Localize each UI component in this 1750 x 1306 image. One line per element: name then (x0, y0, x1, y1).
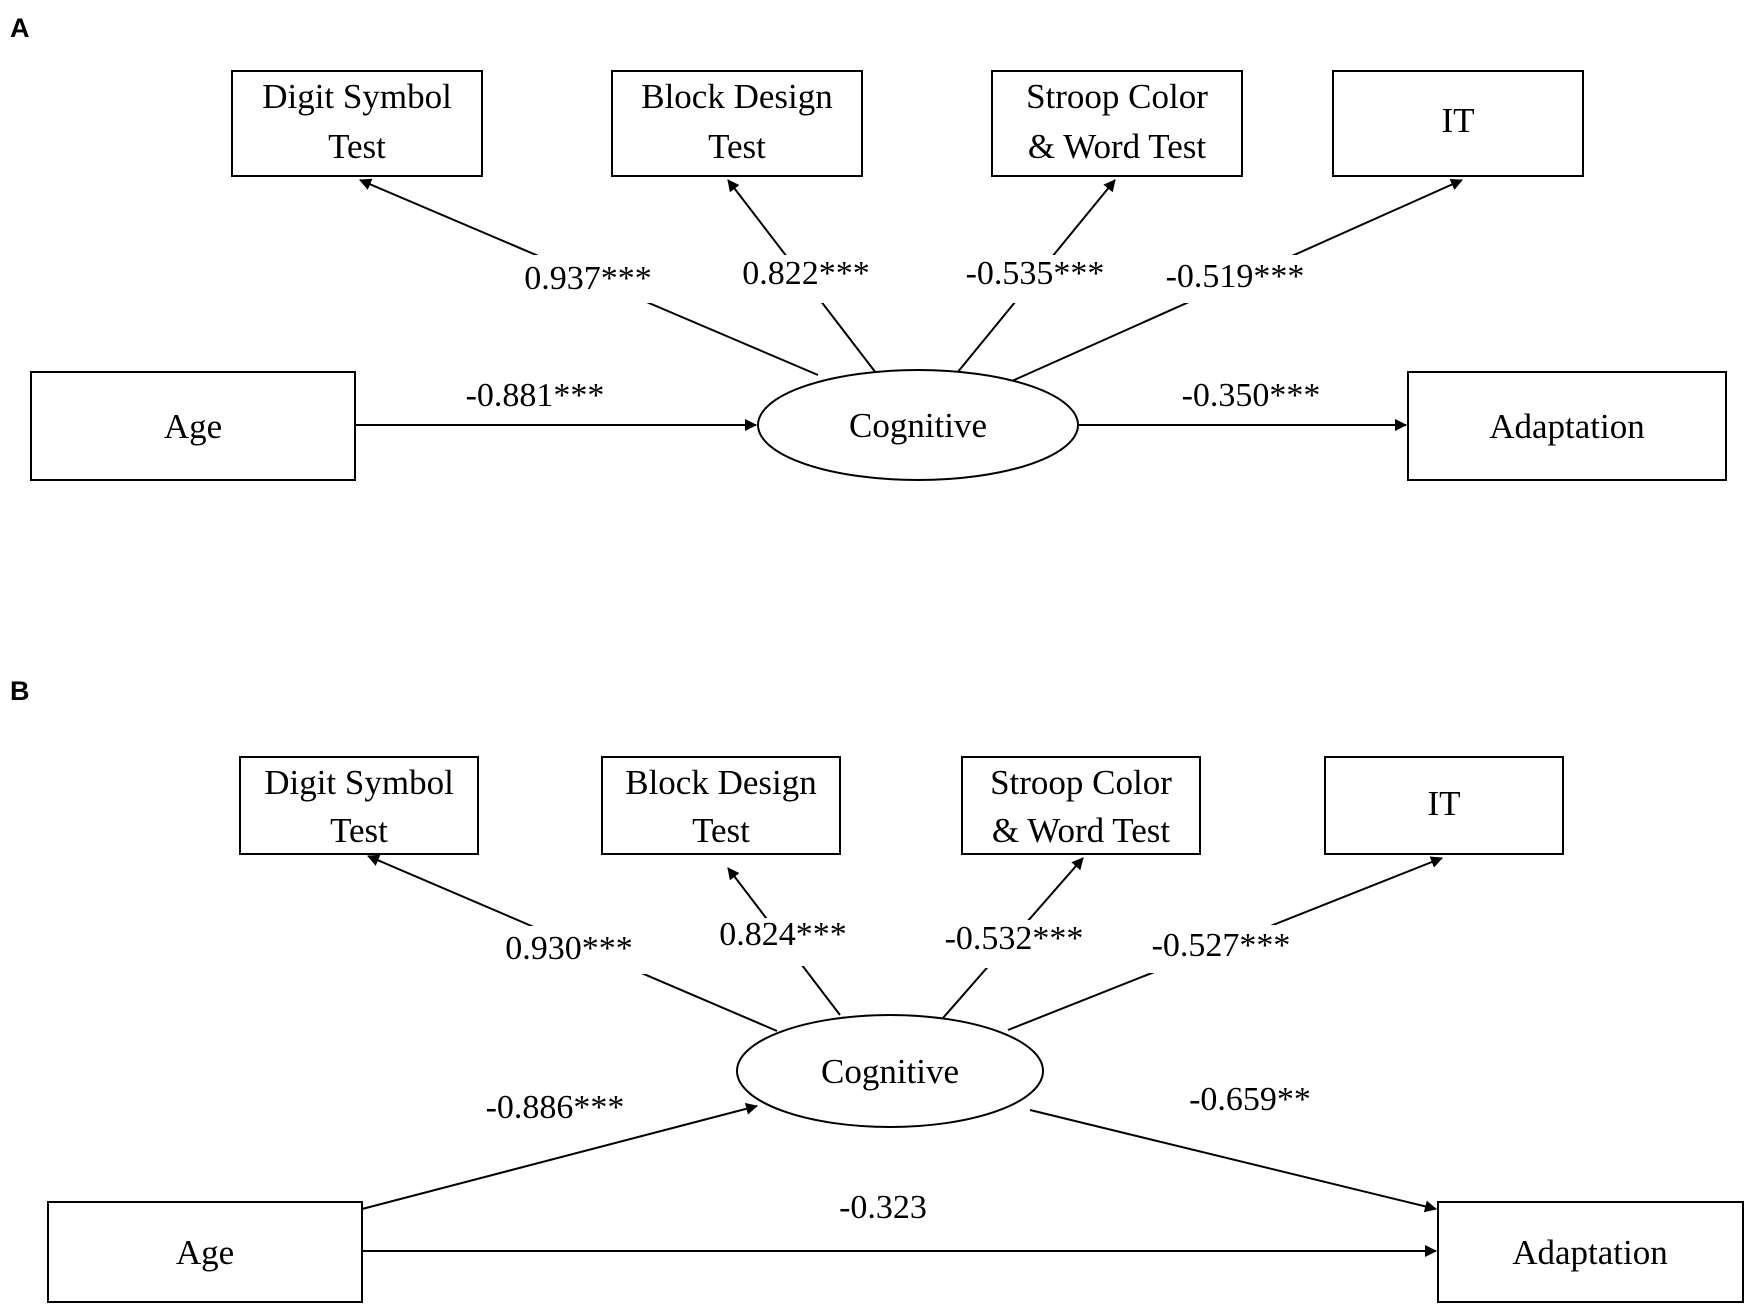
node-stroop-color-word-test-a: Stroop Color & Word Test (991, 70, 1243, 177)
node-label: & Word Test (992, 811, 1170, 850)
node-label: Digit Symbol (262, 77, 452, 116)
coef-cognitive-adaptation-b: -0.659** (1189, 1081, 1311, 1118)
node-label: Test (692, 811, 750, 850)
node-label: Block Design (641, 77, 833, 116)
node-label: Test (328, 127, 386, 166)
coef-cognitive-stroop-b: -0.532*** (945, 920, 1084, 957)
edge-cognitive-to-adaptation-b (1029, 1109, 1437, 1213)
node-label: Cognitive (821, 1052, 959, 1091)
node-label: & Word Test (1028, 127, 1206, 166)
coef-cognitive-digit-symbol-a: 0.937*** (524, 260, 652, 297)
node-digit-symbol-test-b: Digit Symbol Test (239, 756, 479, 855)
panel-label-b: B (10, 676, 30, 706)
coef-cognitive-stroop-a: -0.535*** (966, 255, 1105, 292)
node-adaptation-b: Adaptation (1437, 1201, 1744, 1303)
node-label: Test (330, 811, 388, 850)
node-block-design-test-b: Block Design Test (601, 756, 841, 855)
edge-age-to-cognitive-b (361, 1102, 758, 1210)
node-label: Stroop Color (1026, 77, 1208, 116)
node-label: Digit Symbol (264, 763, 454, 802)
node-block-design-test-a: Block Design Test (611, 70, 863, 177)
coef-cognitive-block-design-b: 0.824*** (719, 916, 847, 953)
node-cognitive-latent-b: Cognitive (736, 1014, 1044, 1128)
node-label: Cognitive (849, 406, 987, 445)
node-cognitive-latent-a: Cognitive (757, 369, 1079, 481)
coef-cognitive-adaptation-a: -0.350*** (1182, 377, 1321, 414)
coef-cognitive-block-design-a: 0.822*** (742, 255, 870, 292)
node-label: Test (708, 127, 766, 166)
coef-cognitive-it-b: -0.527*** (1152, 927, 1291, 964)
node-it-b: IT (1324, 756, 1564, 855)
node-label: Age (164, 407, 222, 446)
panel-b: B Digit Symbol Test Block Design Test St… (10, 676, 1744, 1303)
node-stroop-color-word-test-b: Stroop Color & Word Test (961, 756, 1201, 855)
coef-age-cognitive-b: -0.886*** (486, 1089, 625, 1126)
coef-age-adaptation-b: -0.323 (839, 1189, 927, 1226)
coef-age-cognitive-a: -0.881*** (466, 377, 605, 414)
node-label: Adaptation (1489, 407, 1645, 446)
node-label: Adaptation (1512, 1233, 1668, 1272)
panel-a: A Digit Symbol Test Block Design Test St… (10, 13, 1727, 481)
node-label: IT (1441, 101, 1474, 140)
coef-cognitive-digit-symbol-b: 0.930*** (505, 930, 633, 967)
coef-cognitive-it-a: -0.519*** (1166, 258, 1305, 295)
node-age-b: Age (47, 1201, 363, 1303)
node-adaptation-a: Adaptation (1407, 371, 1727, 481)
node-it-a: IT (1332, 70, 1584, 177)
node-label: Age (176, 1233, 234, 1272)
node-label: IT (1427, 784, 1460, 823)
node-label: Stroop Color (990, 763, 1172, 802)
node-digit-symbol-test-a: Digit Symbol Test (231, 70, 483, 177)
node-age-a: Age (30, 371, 356, 481)
node-label: Block Design (625, 763, 817, 802)
panel-label-a: A (10, 13, 30, 43)
